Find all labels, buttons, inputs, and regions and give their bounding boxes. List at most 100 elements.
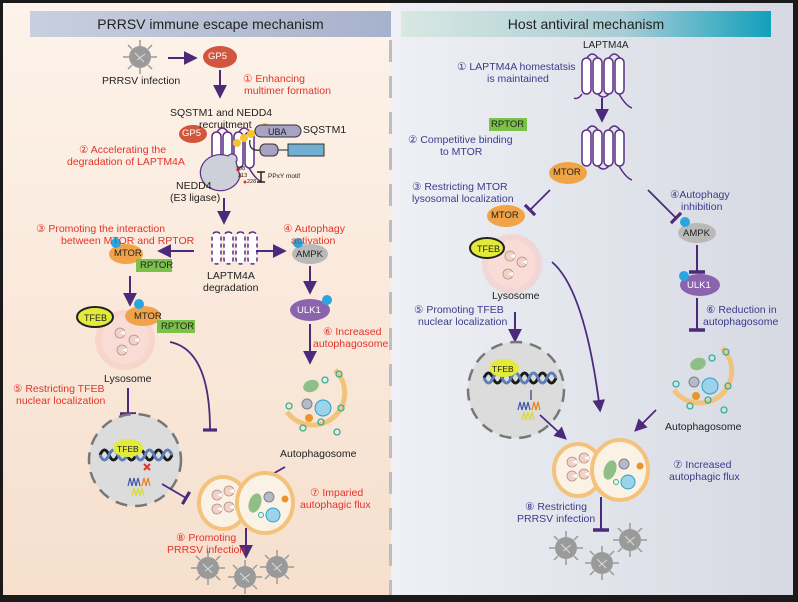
left-panel-title: PRRSV immune escape mechanism bbox=[30, 11, 391, 37]
ulk1-protein-shape bbox=[290, 299, 330, 321]
step-2-right: ② Competitive binding bbox=[408, 134, 513, 146]
label-laptm4a: LAPTM4A bbox=[583, 40, 629, 51]
step-1-left: ① Enhancing bbox=[243, 73, 305, 85]
step-6-right: ⑥ Reduction in bbox=[706, 304, 777, 316]
nucleus-shape bbox=[87, 412, 183, 508]
autolysosome-icon bbox=[554, 440, 648, 500]
step-5-left-line2: nuclear localization bbox=[16, 395, 106, 407]
label-autophagosome-right: Autophagosome bbox=[665, 421, 742, 433]
prrsv-virus-icon bbox=[122, 39, 158, 75]
mtor-protein-shape bbox=[125, 306, 161, 326]
label-residue-213: 213 bbox=[238, 173, 248, 179]
phospho-icon bbox=[679, 271, 689, 281]
sqstm1-domain-shape bbox=[259, 143, 279, 157]
label-nedd4: NEDD4 bbox=[176, 180, 212, 192]
step-3-left: ③ Promoting the interaction bbox=[36, 223, 166, 235]
step-7-left: ⑦ Imparied bbox=[310, 487, 364, 499]
mtor-protein-shape bbox=[487, 205, 525, 227]
inhibit-autophagy bbox=[647, 189, 683, 225]
label-uba: UBA bbox=[268, 127, 287, 137]
prrsv-virus-icon bbox=[612, 522, 648, 558]
step-6-right-line2: autophagosome bbox=[703, 316, 779, 328]
label-mtor-right: MTOR bbox=[553, 167, 581, 178]
step-4-right: ④Autophagy bbox=[670, 189, 730, 201]
step-5-right: ⑤ Promoting TFEB bbox=[414, 304, 504, 316]
step-5-left: ⑤ Restricting TFEB bbox=[13, 383, 105, 395]
phospho-icon bbox=[322, 295, 332, 305]
step-3-right-line2: lysosomal localization bbox=[412, 193, 514, 205]
label-ulk1: ULK1 bbox=[297, 305, 321, 316]
ppxy-motif-bracket bbox=[257, 171, 265, 183]
label-autophagosome: Autophagosome bbox=[280, 448, 357, 460]
label-tfeb-nucleus-right: TFEB bbox=[492, 364, 514, 374]
label-rptor: RPTOR bbox=[140, 260, 174, 271]
step-4-left-line2: activation bbox=[291, 235, 336, 247]
inhibit-lysosome-to-flux bbox=[169, 341, 218, 432]
arrow-mrna-to-flux bbox=[539, 414, 567, 440]
rptor-protein-shape bbox=[157, 320, 195, 333]
laptm4a-degraded-icon bbox=[211, 231, 258, 265]
label-tfeb-nucleus: TFEB bbox=[117, 444, 139, 454]
ampk-protein-shape bbox=[678, 223, 716, 243]
step-1-right-line2: is maintained bbox=[487, 73, 549, 85]
label-ampk: AMPK bbox=[296, 249, 323, 260]
tfeb-protein-shape bbox=[76, 306, 114, 328]
inhibit-mtor-lysosome bbox=[523, 189, 551, 217]
step-1-right: ① LAPTM4A homestatsis bbox=[457, 61, 576, 73]
rptor-protein-shape bbox=[489, 118, 527, 131]
step-8-left-line2: PRRSV infection bbox=[167, 544, 246, 556]
label-ampk-right: AMPK bbox=[683, 228, 710, 239]
label-lysosome-right: Lysosome bbox=[492, 290, 540, 302]
step-2-left: ② Accelerating the bbox=[79, 144, 167, 156]
step-7-left-line2: autophagic flux bbox=[300, 499, 371, 511]
right-panel-title: Host antiviral mechanism bbox=[401, 11, 771, 37]
step-4-right-line2: inhibition bbox=[681, 201, 723, 213]
sqstm1-pb1-shape bbox=[287, 143, 325, 157]
step-2-right-line2: to MTOR bbox=[440, 146, 483, 158]
step-5-right-line2: nuclear localization bbox=[418, 316, 508, 328]
phospho-icon bbox=[293, 238, 303, 248]
label-rptor-lysosome: RPTOR bbox=[161, 321, 195, 332]
gp5-protein-shape bbox=[203, 46, 237, 68]
label-ppxy-motif: PPxY motif bbox=[268, 173, 301, 180]
step-7-right: ⑦ Increased bbox=[673, 459, 732, 471]
autolysosome-icon bbox=[199, 473, 293, 533]
ampk-protein-shape bbox=[292, 244, 328, 264]
rptor-protein-shape bbox=[136, 259, 172, 272]
step-8-right-line2: PRRSV infection bbox=[517, 513, 596, 525]
step-4-left: ④ Autophagy bbox=[283, 223, 345, 235]
label-mtor-lysosome: MTOR bbox=[134, 311, 162, 322]
step-7-right-line2: autophagic flux bbox=[669, 471, 740, 483]
label-sqstm1-nedd4: SQSTM1 and NEDD4 bbox=[170, 107, 273, 119]
label-mtor: MTOR bbox=[114, 248, 142, 259]
step-1-left-line2: multimer formation bbox=[244, 85, 331, 97]
mtor-protein-shape bbox=[549, 162, 587, 184]
label-lysosome: Lysosome bbox=[104, 373, 152, 385]
label-mtor-lysosome-right: MTOR bbox=[491, 210, 519, 221]
phospho-icon bbox=[680, 217, 690, 227]
ulk1-protein-shape bbox=[680, 274, 720, 296]
right-panel-host-antiviral: Host antiviral mechanism bbox=[391, 3, 793, 595]
inhibit-mrna-to-flux bbox=[161, 483, 191, 506]
label-degradation: degradation bbox=[203, 282, 259, 294]
step-2-left-line2: degradation of LAPTM4A bbox=[67, 156, 185, 168]
label-gp5-bound: GP5 bbox=[182, 128, 202, 139]
autophagosome-icon bbox=[286, 370, 345, 435]
step-8-right: ⑧ Restricting bbox=[525, 501, 587, 513]
step-8-left: ⑧ Promoting bbox=[176, 532, 237, 544]
label-prrsv-infection: PRRSV infection bbox=[102, 75, 181, 87]
label-e3-ligase: (E3 ligase) bbox=[170, 192, 221, 204]
label-tfeb: TFEB bbox=[84, 313, 108, 323]
label-laptm4a-degradation: LAPTM4A bbox=[207, 270, 255, 282]
prrsv-virus-icon bbox=[190, 550, 226, 586]
gp5-bound-shape bbox=[179, 125, 207, 143]
step-3-right: ③ Restricting MTOR bbox=[412, 181, 508, 193]
label-recruitment: recruitment bbox=[199, 119, 252, 131]
uba-domain-shape bbox=[254, 124, 302, 138]
label-gp5: GP5 bbox=[208, 51, 228, 62]
tfeb-protein-shape bbox=[469, 237, 505, 259]
prrsv-virus-icon bbox=[584, 545, 620, 581]
panel-divider bbox=[389, 40, 392, 595]
